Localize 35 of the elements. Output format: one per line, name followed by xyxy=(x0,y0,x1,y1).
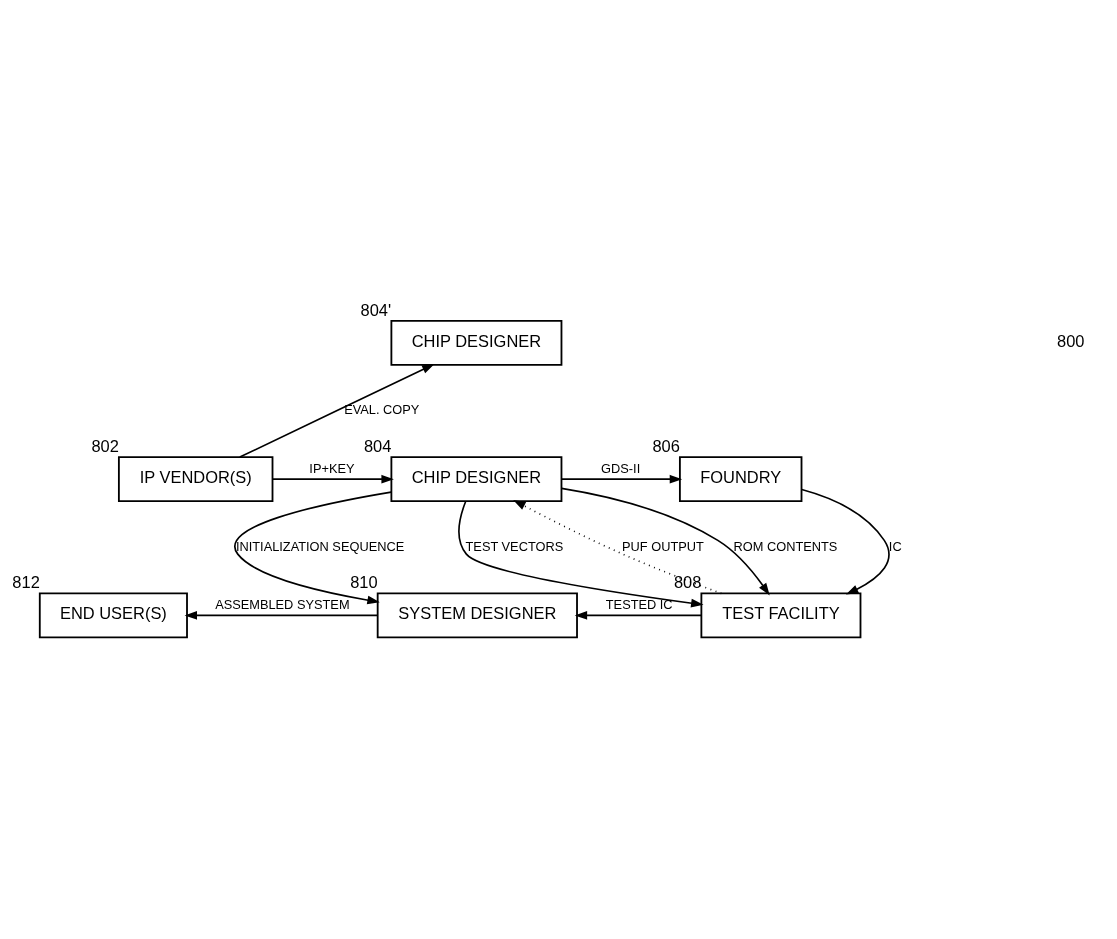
node-box: END USER(S) xyxy=(38,592,188,638)
node-label: 806 xyxy=(652,436,680,455)
edge-label: INITIALIZATION SEQUENCE xyxy=(235,538,405,554)
arrow xyxy=(513,499,723,594)
edge-label: ROM CONTENTS xyxy=(733,538,838,554)
edge-label: IC xyxy=(888,538,902,554)
edge-label: EVAL. COPY xyxy=(344,401,420,417)
edge-label: TEST VECTORS xyxy=(465,538,564,554)
node-box: IP VENDOR(S) xyxy=(117,455,274,502)
label: 800 xyxy=(1057,331,1085,350)
node-label: 812 xyxy=(12,572,40,591)
edge-label: IP+KEY xyxy=(309,460,355,476)
node-box: TEST FACILITY xyxy=(700,592,862,638)
node-label: 804' xyxy=(360,300,392,319)
arrow xyxy=(271,474,394,483)
arrow xyxy=(239,363,435,458)
node-label: 808 xyxy=(673,572,702,591)
arrow xyxy=(458,499,704,607)
node-box: SYSTEM DESIGNER xyxy=(376,592,578,638)
node-box: CHIP DESIGNER xyxy=(390,319,563,366)
node-box: CHIP DESIGNER xyxy=(390,455,563,502)
node-box: FOUNDRY xyxy=(678,455,803,502)
arrow xyxy=(574,610,703,620)
edge-label: GDS-II xyxy=(601,460,641,476)
arrow xyxy=(184,610,379,620)
arrow xyxy=(560,474,683,483)
arrow xyxy=(234,490,392,604)
node-label: 802 xyxy=(91,436,119,455)
edge-label: TESTED IC xyxy=(605,596,673,612)
node-label: 804 xyxy=(363,436,392,455)
arrow xyxy=(560,487,770,595)
edge-label: PUF OUTPUT xyxy=(622,538,704,554)
arrow xyxy=(800,488,890,594)
edge-label: ASSEMBLED SYSTEM xyxy=(215,596,350,612)
node-label: 810 xyxy=(350,572,378,591)
